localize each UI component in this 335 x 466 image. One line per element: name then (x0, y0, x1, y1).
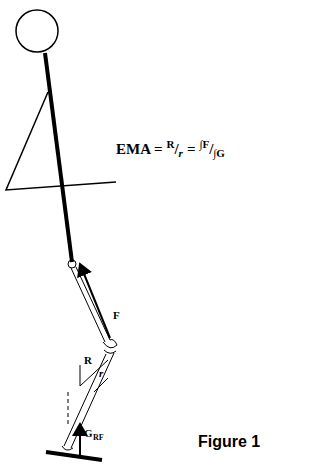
moment-arm-label: r (99, 368, 103, 379)
equation-part: EMA = (116, 141, 162, 157)
arm (6, 92, 116, 190)
force-label: F (113, 310, 120, 321)
equation-part: ∫F (199, 138, 209, 150)
equation-part: = (187, 141, 196, 157)
ema-equation: EMA =R/r=∫F/∫G (116, 138, 225, 159)
equation-part: ∫G (213, 147, 225, 159)
thigh-bone (68, 260, 117, 348)
equation-part: r (179, 147, 183, 159)
trunk (45, 53, 72, 262)
equation-part: R (166, 138, 174, 150)
ground-force-label: G (84, 428, 93, 439)
head (16, 10, 58, 52)
figure-caption: Figure 1 (198, 434, 260, 450)
force-arrow (80, 264, 110, 338)
moment-arm-label: R (84, 355, 92, 366)
foot (46, 452, 102, 460)
ground-reaction-arrow (79, 424, 81, 455)
equation-part: / (174, 141, 178, 157)
ground-force-subscript: RF (93, 434, 104, 442)
shank-bone (62, 350, 116, 450)
equation-part: / (209, 141, 213, 157)
line-of-action (68, 392, 69, 425)
